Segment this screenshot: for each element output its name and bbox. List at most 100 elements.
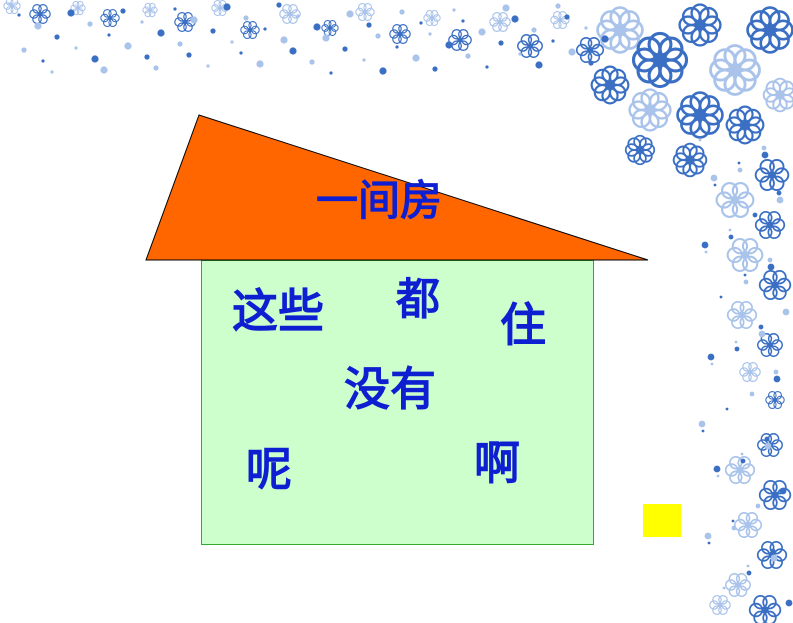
- petal-dot-icon: [157, 29, 165, 37]
- petal-dot-icon: [329, 71, 333, 75]
- flower-icon: [754, 159, 790, 191]
- petal-dot-icon: [50, 70, 54, 74]
- flower-icon: [746, 6, 793, 54]
- petal-dot-icon: [746, 564, 750, 568]
- flower-icon: [628, 88, 672, 132]
- word-card[interactable]: 没有: [344, 362, 436, 416]
- petal-dot-icon: [698, 420, 706, 428]
- petal-dot-icon: [761, 145, 767, 151]
- flower-icon: [240, 21, 260, 39]
- petal-dot-icon: [737, 167, 743, 173]
- petal-dot-icon: [555, 3, 561, 9]
- petal-dot-icon: [8, 2, 12, 6]
- petal-dot-icon: [342, 46, 348, 52]
- petal-dot-icon: [746, 570, 752, 576]
- flower-icon: [279, 4, 301, 24]
- petal-dot-icon: [313, 23, 321, 31]
- petal-dot-icon: [564, 14, 570, 20]
- petal-dot-icon: [713, 183, 717, 187]
- flower-icon: [726, 301, 758, 329]
- word-card[interactable]: 呢: [246, 442, 292, 496]
- petal-dot-icon: [770, 548, 776, 554]
- petal-dot-icon: [210, 28, 216, 34]
- petal-dot-icon: [758, 324, 764, 330]
- petal-dot-icon: [190, 16, 198, 24]
- petal-dot-icon: [588, 60, 594, 66]
- petal-dot-icon: [722, 586, 726, 590]
- yellow-square[interactable]: [643, 504, 681, 537]
- flower-icon: [726, 238, 764, 272]
- petal-dot-icon: [366, 22, 372, 28]
- petal-dot-icon: [776, 190, 782, 196]
- petal-dot-icon: [256, 60, 264, 68]
- petal-dot-icon: [716, 474, 720, 478]
- petal-dot-icon: [785, 599, 793, 607]
- petal-dot-icon: [107, 33, 111, 37]
- petal-dot-icon: [140, 20, 144, 24]
- petal-dot-icon: [584, 26, 588, 30]
- petal-dot-icon: [764, 436, 770, 442]
- flower-icon: [355, 3, 375, 21]
- petal-dot-icon: [601, 35, 609, 43]
- flower-icon: [517, 34, 543, 58]
- word-card[interactable]: 住: [500, 298, 546, 352]
- petal-dot-icon: [734, 340, 738, 344]
- flower-icon: [709, 44, 761, 96]
- word-card[interactable]: 都: [396, 274, 440, 325]
- petal-dot-icon: [761, 151, 769, 159]
- petal-dot-icon: [734, 346, 740, 352]
- petal-dot-icon: [280, 36, 288, 44]
- flower-icon: [748, 595, 782, 623]
- petal-dot-icon: [704, 532, 712, 540]
- flower-icon: [725, 105, 765, 145]
- flower-icon: [590, 65, 630, 105]
- petal-dot-icon: [186, 52, 192, 58]
- roof-title[interactable]: 一间房: [316, 176, 443, 225]
- flower-icon: [709, 595, 731, 615]
- petal-dot-icon: [243, 15, 249, 21]
- petal-dot-icon: [755, 503, 761, 509]
- petal-dot-icon: [124, 42, 132, 50]
- word-card[interactable]: 啊: [474, 436, 520, 490]
- petal-dot-icon: [322, 34, 330, 42]
- petal-dot-icon: [752, 212, 758, 218]
- petal-dot-icon: [67, 9, 75, 17]
- petal-dot-icon: [731, 525, 737, 531]
- petal-dot-icon: [412, 54, 420, 62]
- petal-dot-icon: [498, 40, 504, 46]
- petal-dot-icon: [773, 375, 781, 383]
- petal-dot-icon: [74, 46, 78, 50]
- petal-dot-icon: [230, 40, 234, 44]
- petal-dot-icon: [445, 41, 453, 49]
- petal-dot-icon: [346, 10, 354, 18]
- petal-dot-icon: [535, 61, 543, 69]
- petal-dot-icon: [719, 295, 723, 299]
- petal-dot-icon: [764, 442, 772, 450]
- petal-dot-icon: [54, 34, 60, 40]
- petal-dot-icon: [743, 273, 747, 277]
- word-card[interactable]: 这些: [232, 284, 324, 338]
- petal-dot-icon: [704, 250, 708, 254]
- flower-icon: [754, 211, 786, 239]
- petal-dot-icon: [289, 47, 297, 55]
- petal-dot-icon: [707, 353, 715, 361]
- petal-dot-icon: [276, 2, 282, 8]
- petal-dot-icon: [419, 21, 423, 25]
- petal-dot-icon: [428, 32, 432, 36]
- petal-dot-icon: [309, 59, 315, 65]
- petal-dot-icon: [698, 138, 702, 142]
- petal-dot-icon: [737, 161, 741, 165]
- petal-dot-icon: [511, 15, 519, 23]
- petal-dot-icon: [399, 9, 405, 15]
- petal-dot-icon: [758, 330, 766, 338]
- petal-dot-icon: [177, 41, 183, 47]
- petal-dot-icon: [452, 8, 456, 12]
- petal-dot-icon: [531, 27, 537, 33]
- petal-dot-icon: [34, 22, 42, 30]
- petal-dot-icon: [239, 51, 243, 55]
- flower-icon: [142, 2, 158, 18]
- petal-dot-icon: [728, 234, 734, 240]
- flower-icon: [678, 3, 722, 47]
